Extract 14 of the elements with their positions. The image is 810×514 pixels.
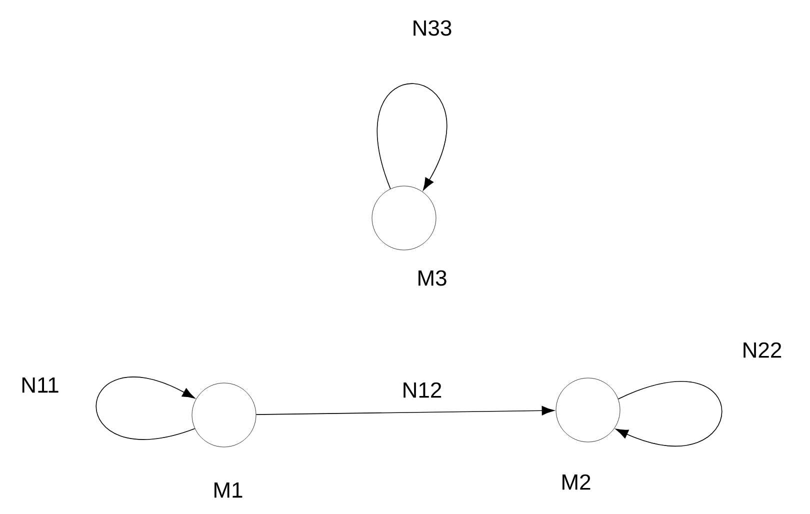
loop-arrow xyxy=(96,376,196,440)
loop-arrow xyxy=(376,83,448,191)
loop-arrow xyxy=(616,381,722,447)
edge-label: N22 xyxy=(744,342,782,358)
edge-label: N11 xyxy=(22,377,58,393)
edge-label: N12 xyxy=(404,382,442,398)
circle-label: M1 xyxy=(214,482,242,498)
circle xyxy=(192,382,256,448)
circle xyxy=(556,378,620,442)
circle xyxy=(372,186,436,250)
edge-label: N33 xyxy=(414,20,452,36)
arrow xyxy=(256,406,554,416)
circle-label: M2 xyxy=(562,474,590,490)
circle-label: M3 xyxy=(418,270,446,286)
